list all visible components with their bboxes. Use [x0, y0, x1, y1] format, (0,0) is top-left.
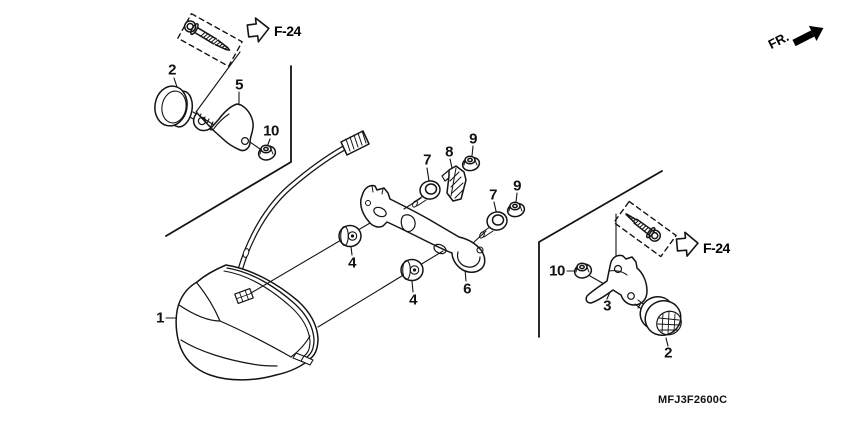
flange-nut-left-drawing: [257, 144, 277, 161]
left-f24-arrow-icon: [246, 17, 270, 43]
right-detail-boundary-line: [538, 170, 663, 338]
grommet-leader-lines: [250, 215, 444, 328]
grommet-lower-drawing: [400, 258, 424, 282]
frame-ref-right-label: F-24: [703, 240, 730, 256]
right-f24-arrow-icon: [675, 231, 699, 257]
callout-9-lower: 9: [513, 177, 521, 195]
callout-5-bracket-left: 5: [235, 76, 243, 94]
callout-10-right: 10: [549, 262, 565, 280]
taillight-unit-drawing: [175, 264, 319, 381]
callout-6-stay: 6: [463, 280, 471, 298]
callout-3-bracket-right: 3: [603, 297, 611, 315]
callout-7-lower: 7: [489, 186, 497, 204]
diagram-code: MFJ3F2600C: [658, 394, 728, 406]
wire-frayed-end: [340, 130, 370, 156]
callout-8-clip: 8: [445, 143, 453, 161]
callout-10-left: 10: [263, 122, 279, 140]
left-dashed-bolt-box: [177, 12, 243, 68]
callout-9-upper: 9: [469, 130, 477, 148]
flange-bolt-icon: [625, 213, 662, 242]
callout-7-upper: 7: [423, 151, 431, 169]
grommet-upper-drawing: [338, 224, 362, 248]
clip-drawing: [441, 165, 467, 202]
taillight-wire-harness: [238, 130, 370, 270]
callout-4-upper: 4: [348, 254, 356, 272]
stay-bracket-drawing: [360, 184, 486, 273]
flange-nut-right-drawing: [573, 262, 593, 279]
bolt-upper-drawing: [403, 180, 441, 210]
callout-2-left: 2: [168, 61, 176, 79]
callout-4-lower: 4: [409, 291, 417, 309]
left-detail-boundary-line: [165, 65, 292, 237]
callout-2-right: 2: [664, 344, 672, 362]
band-end-tabs: [292, 352, 314, 366]
frame-ref-left-label: F-24: [274, 23, 301, 39]
front-direction-arrow-icon: [792, 25, 824, 47]
bracket-right-drawing: [585, 254, 648, 306]
bolt-lower-drawing: [472, 211, 508, 244]
nut-upper-drawing: [461, 155, 481, 172]
rubber-damper-right-drawing: [634, 295, 682, 337]
flange-bolt-icon: [183, 20, 231, 51]
bracket-left-drawing: [192, 103, 254, 152]
callout-1-taillight: 1: [156, 309, 164, 327]
nut-lower-drawing: [506, 201, 526, 218]
